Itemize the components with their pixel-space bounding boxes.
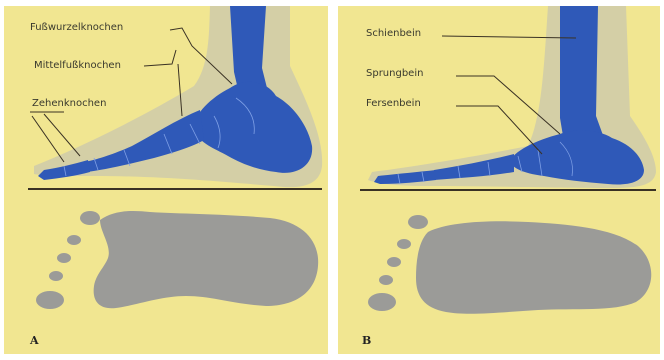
toe-print-4 (49, 271, 63, 281)
footprint-flat (416, 221, 651, 313)
label-fersenbein: Fersenbein (366, 98, 421, 109)
footprint-normal (94, 211, 319, 308)
toe-print-flat-1 (408, 215, 428, 229)
label-mittelfussknochen: Mittelfußknochen (34, 60, 121, 71)
toe-print-flat-3 (387, 257, 401, 267)
panel-letter-a: A (30, 334, 39, 347)
label-sprungbein: Sprungbein (366, 68, 423, 79)
toe-print-flat-4 (379, 275, 393, 285)
toe-print-5 (36, 291, 64, 309)
panel-letter-b: B (362, 334, 371, 347)
panel-flat-foot: Schienbein Sprungbein Fersenbein B (338, 6, 660, 354)
label-fusswurzelknochen: Fußwurzelknochen (30, 22, 123, 33)
flat-foot-illustration (338, 6, 660, 354)
toe-print-flat-2 (397, 239, 411, 249)
panel-normal-foot: Fußwurzelknochen Mittelfußknochen Zehenk… (4, 6, 328, 354)
normal-foot-illustration (4, 6, 328, 354)
toe-print-3 (57, 253, 71, 263)
toe-print-1 (80, 211, 100, 225)
toe-print-2 (67, 235, 81, 245)
label-zehenknochen: Zehenknochen (32, 98, 106, 109)
label-schienbein: Schienbein (366, 28, 421, 39)
toe-print-flat-5 (368, 293, 396, 311)
